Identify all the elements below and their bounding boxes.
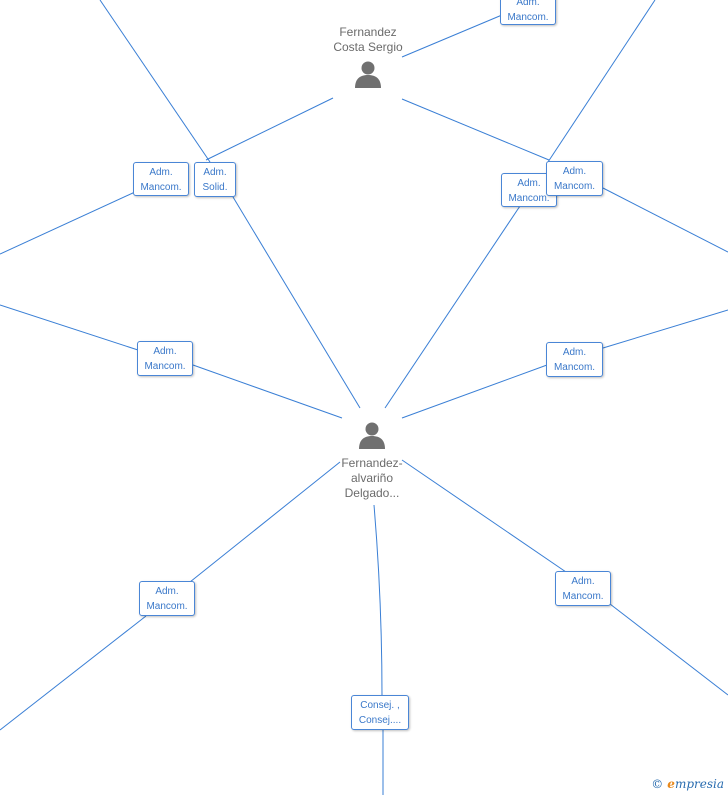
role-badge[interactable]: Adm. Mancom. (137, 341, 193, 376)
edge (192, 364, 343, 419)
role-label: Adm. (203, 167, 227, 178)
role-label: Adm. (149, 167, 173, 178)
role-label: Mancom. (140, 182, 182, 193)
person-name: Delgado... (344, 486, 400, 500)
brand-name: mpresia (674, 777, 724, 791)
brand-initial: e (667, 777, 675, 791)
role-label: Mancom. (562, 591, 604, 602)
edge (205, 97, 334, 161)
role-label: Mancom. (144, 361, 186, 372)
role-badge[interactable]: Adm. Solid. (194, 162, 236, 197)
role-label: Consej. , (360, 700, 400, 711)
role-badge[interactable]: Adm. Mancom. (133, 162, 189, 196)
edge (602, 187, 728, 253)
edge (401, 459, 567, 573)
copyright-icon: © (651, 777, 664, 791)
role-label: Mancom. (508, 193, 550, 204)
role-label: Solid. (202, 182, 228, 193)
person-name: Fernandez- (341, 456, 403, 470)
edge (232, 196, 361, 409)
role-label: Adm. (571, 576, 595, 587)
brand-logo: ©empresia (651, 777, 724, 791)
role-label: Mancom. (146, 601, 188, 612)
edge (384, 205, 521, 409)
role-label: Mancom. (553, 181, 596, 192)
role-label: Consej.... (358, 715, 402, 726)
role-label: Mancom. (553, 362, 596, 373)
role-label: Adm. (562, 166, 587, 177)
role-badge[interactable]: Adm. Mancom. (546, 342, 603, 377)
edge (99, 0, 211, 163)
role-label: Adm. (155, 586, 179, 597)
person-name: Costa Sergio (333, 40, 403, 54)
edge (189, 461, 341, 583)
person-icon (359, 422, 385, 449)
role-label: Adm. (153, 346, 177, 357)
role-badge[interactable]: Consej. , Consej.... (351, 695, 409, 730)
edge (547, 0, 656, 163)
edge (609, 603, 728, 696)
role-badge[interactable]: Adm. Mancom. (139, 581, 195, 616)
edge (401, 14, 503, 58)
role-badge[interactable]: Adm. Mancom. (500, 0, 556, 25)
person-node[interactable]: Fernandez Costa Sergio (322, 25, 414, 89)
edge (0, 615, 147, 731)
role-label: Mancom. (507, 12, 549, 23)
role-label: Adm. (516, 0, 540, 8)
person-name: Fernandez (339, 25, 397, 39)
role-label: Adm. (517, 178, 541, 189)
edge (401, 98, 550, 161)
role-label: Adm. (562, 347, 587, 358)
role-badge[interactable]: Adm. Mancom. (555, 571, 611, 606)
person-node[interactable]: Fernandez- alvariño Delgado... (326, 420, 418, 501)
person-icon (355, 61, 381, 88)
edge (373, 504, 383, 697)
edge (0, 304, 139, 351)
edge (401, 364, 548, 419)
edge (0, 191, 136, 255)
edge (602, 309, 728, 349)
person-name: alvariño (350, 471, 394, 485)
role-badge[interactable]: Adm. Mancom. (546, 161, 603, 196)
